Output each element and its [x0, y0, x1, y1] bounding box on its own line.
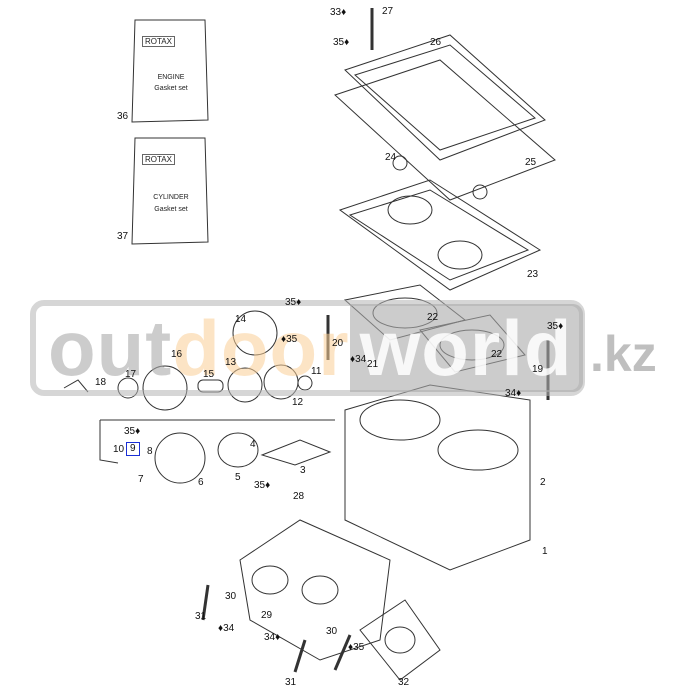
callout[interactable]: 33♦ — [330, 7, 347, 18]
bag-line2: Gasket set — [154, 206, 188, 213]
callout[interactable]: 31 — [195, 611, 207, 622]
callout[interactable]: 19 — [532, 364, 544, 375]
callout[interactable]: 22 — [491, 349, 503, 360]
callout[interactable]: 20 — [332, 338, 344, 349]
callout[interactable]: 23 — [527, 269, 539, 280]
callout-36: 36 — [117, 111, 129, 122]
callout[interactable]: 21 — [367, 359, 379, 370]
callout[interactable]: 30 — [225, 591, 237, 602]
callout[interactable]: 12 — [292, 397, 304, 408]
engine-gasket-bag — [131, 19, 209, 123]
callout[interactable]: 18 — [95, 377, 107, 388]
exhaust-manifold — [201, 519, 441, 681]
callout[interactable]: 16 — [171, 349, 183, 360]
callout[interactable]: 25 — [525, 157, 537, 168]
rotax-logo: ROTAX — [142, 36, 175, 47]
callout[interactable]: 31 — [285, 677, 297, 688]
callout[interactable]: 35♦ — [124, 426, 141, 437]
callout[interactable]: 6 — [198, 477, 204, 488]
callout[interactable]: ♦34 — [218, 623, 235, 634]
cylinder-head — [338, 179, 542, 291]
callout[interactable]: 7 — [138, 474, 144, 485]
callout[interactable]: 13 — [225, 357, 237, 368]
callout[interactable]: 26 — [430, 37, 442, 48]
callout[interactable]: 3 — [300, 465, 306, 476]
callout[interactable]: 30 — [326, 626, 338, 637]
callout[interactable]: 2 — [540, 477, 546, 488]
callout[interactable]: 35♦ — [547, 321, 564, 332]
callout[interactable]: 35♦ — [285, 297, 302, 308]
bag-line1: CYLINDER — [153, 194, 189, 201]
callout[interactable]: 35♦ — [333, 37, 350, 48]
callout[interactable]: ♦34 — [350, 354, 367, 365]
callout[interactable]: 15 — [203, 369, 215, 380]
callout[interactable]: 28 — [293, 491, 305, 502]
callout[interactable]: 29 — [261, 610, 273, 621]
callout-37: 37 — [117, 231, 129, 242]
callout[interactable]: 1 — [542, 546, 548, 557]
cylinder-gasket-bag-label: ROTAX CYLINDER Gasket set — [136, 148, 206, 238]
callout[interactable]: 34♦ — [505, 388, 522, 399]
callout[interactable]: 8 — [147, 446, 153, 457]
bag-line2: Gasket set — [154, 85, 188, 92]
cylinder-gasket-bag — [131, 137, 209, 245]
callout[interactable]: 35♦ — [254, 480, 271, 491]
callout[interactable]: 32 — [398, 677, 410, 688]
callout[interactable]: 22 — [427, 312, 439, 323]
callout[interactable]: 27 — [382, 6, 394, 17]
callout[interactable]: ♦35 — [348, 642, 365, 653]
callout[interactable]: 10 — [113, 444, 125, 455]
rotax-logo: ROTAX — [142, 154, 175, 165]
callout[interactable]: ♦35 — [281, 334, 298, 345]
callout[interactable]: 14 — [235, 314, 247, 325]
callout[interactable]: 11 — [311, 366, 322, 377]
callout[interactable]: 34♦ — [264, 632, 281, 643]
engine-gasket-bag-label: ROTAX ENGINE Gasket set — [136, 30, 206, 120]
callout[interactable]: 24 — [385, 152, 397, 163]
callout[interactable]: 5 — [235, 472, 241, 483]
callout[interactable]: 17 — [125, 369, 137, 380]
cylinder-head-cover — [334, 8, 556, 201]
callout-highlighted[interactable]: 9 — [126, 442, 140, 456]
callout[interactable]: 4 — [250, 439, 256, 450]
water-pump-parts — [63, 310, 335, 484]
bag-line1: ENGINE — [157, 74, 185, 81]
